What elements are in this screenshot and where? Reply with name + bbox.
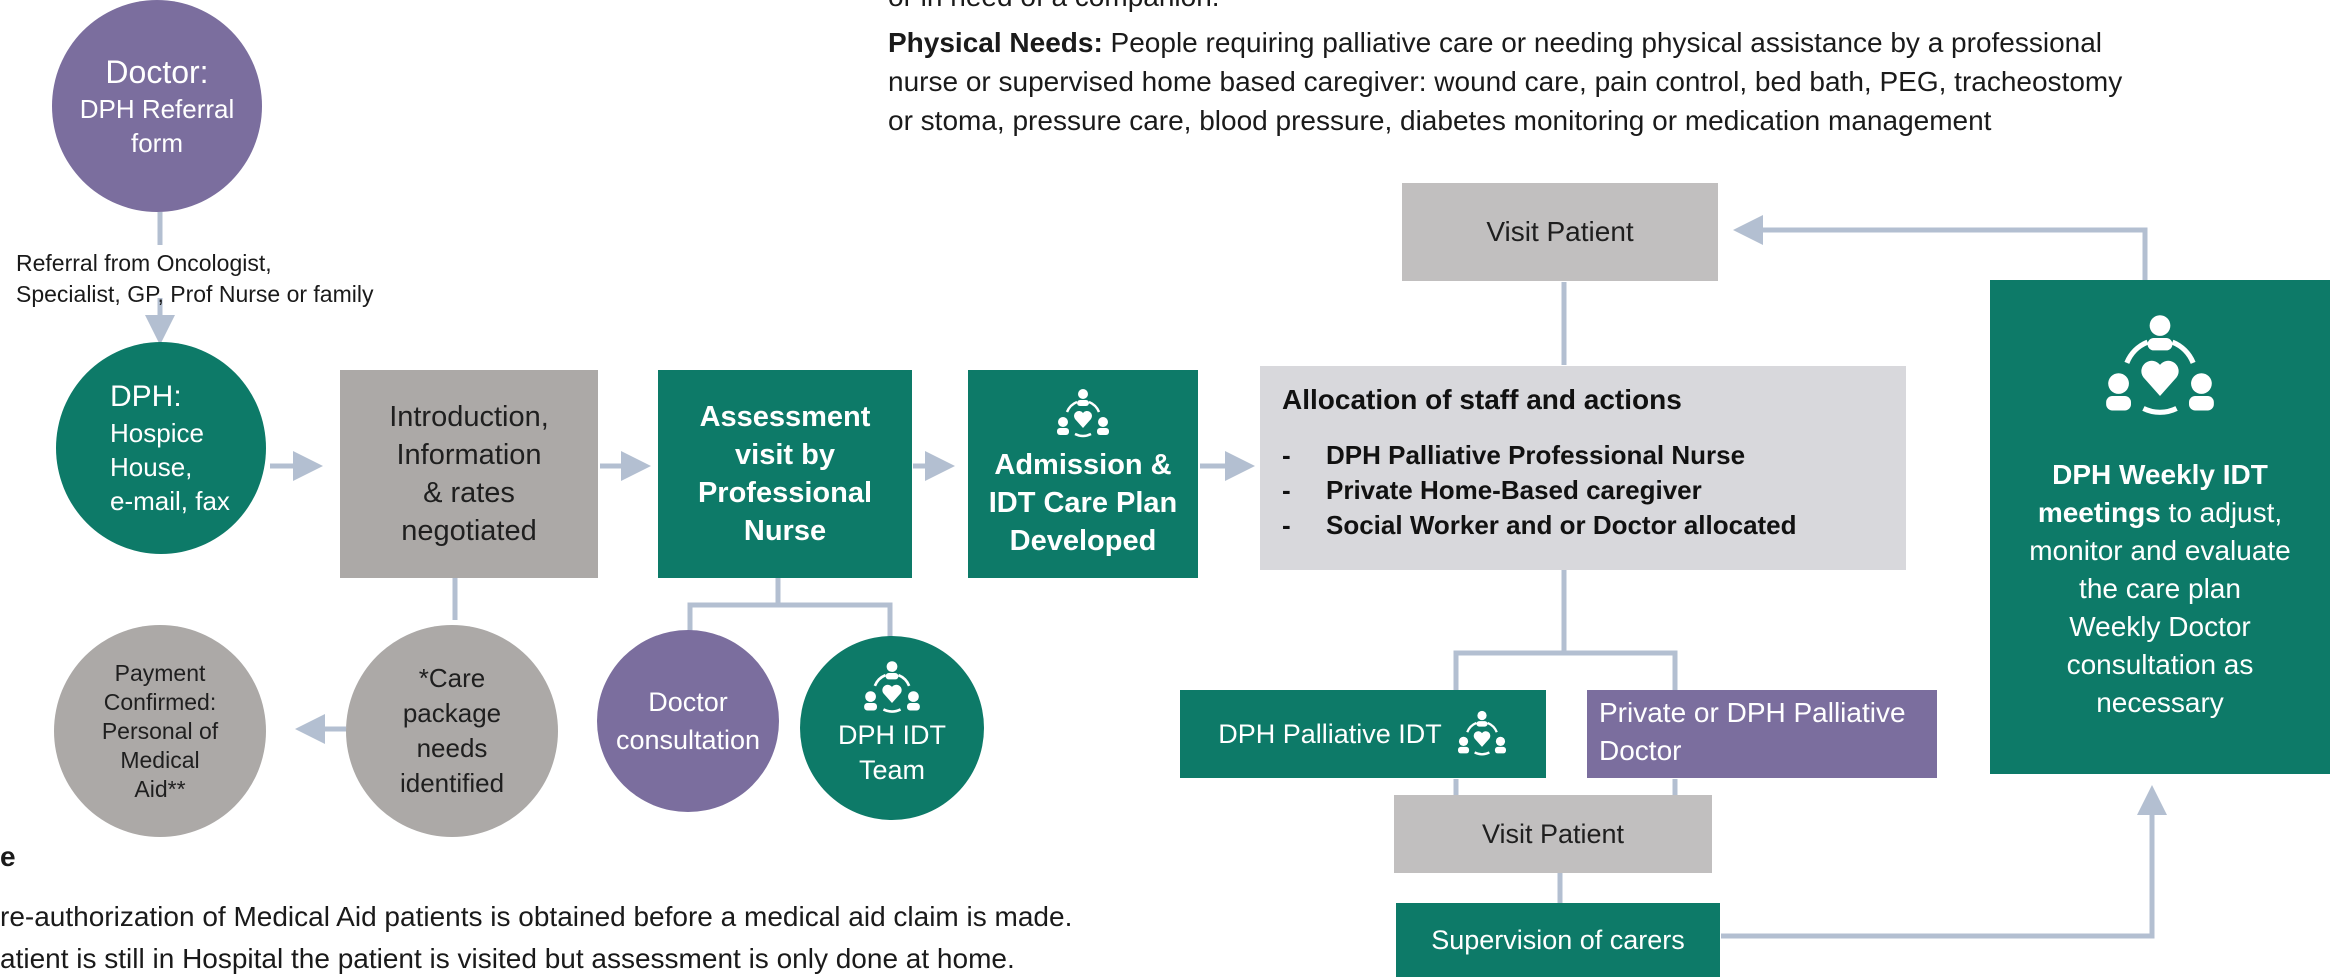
- assessment-line1: Assessment: [699, 401, 871, 433]
- doctor-node-line2: form: [131, 128, 183, 158]
- admission-line2: IDT Care Plan: [988, 487, 1178, 519]
- allocation-list: -DPH Palliative Professional Nurse -Priv…: [1282, 438, 1884, 543]
- intro-line3: & rates: [423, 477, 515, 509]
- admission-line3: Developed: [1009, 525, 1157, 557]
- payment-line3: Personal of: [101, 717, 219, 744]
- care-package-line4: identified: [399, 768, 505, 798]
- footnote-marker: e: [0, 841, 16, 872]
- connector-assessment-branch-right: [778, 602, 893, 640]
- physical-needs-line-3: or stoma, pressure care, blood pressure,…: [888, 105, 1992, 136]
- intro-line2: Information: [396, 439, 542, 471]
- supervision-node: Supervision of carers: [1396, 903, 1720, 977]
- weekly-line5: Weekly Doctor: [2069, 611, 2251, 642]
- palliative-idt-node: DPH Palliative IDT: [1180, 690, 1546, 778]
- payment-line1: Payment: [114, 659, 206, 686]
- doctor-node-title: Doctor:: [105, 54, 209, 90]
- care-team-icon: [862, 660, 922, 716]
- allocation-node: Allocation of staff and actions -DPH Pal…: [1260, 366, 1906, 570]
- arrow-supervision-weekly: [1721, 785, 2167, 939]
- care-package-line2: package: [402, 698, 502, 728]
- dph-node-line1: Hospice: [110, 418, 204, 448]
- allocation-item: -Private Home-Based caregiver: [1282, 475, 1702, 505]
- doctor-node-line1: DPH Referral: [79, 94, 235, 124]
- weekly-line4: the care plan: [2079, 573, 2241, 604]
- dph-idt-team-node: DPH IDT Team: [800, 636, 984, 820]
- arrow-weekly-visit: [1733, 215, 2148, 280]
- care-package-line1: *Care: [418, 663, 486, 693]
- weekly-line3: monitor and evaluate: [2029, 535, 2291, 566]
- weekly-line6: consultation as: [2066, 649, 2254, 680]
- dph-node-line3: e-mail, fax: [110, 486, 230, 516]
- doctor-consult-line1: Doctor: [648, 687, 728, 717]
- care-package-line3: needs: [416, 733, 488, 763]
- idt-team-line2: Team: [858, 755, 926, 785]
- footnote-line2: atient is still in Hospital the patient …: [0, 943, 1015, 974]
- care-team-icon: [1456, 710, 1508, 758]
- admission-line1: Admission &: [994, 449, 1172, 481]
- private-doctor-line2: Doctor: [1599, 735, 1682, 766]
- dph-node-line2: House,: [110, 452, 193, 482]
- assessment-line3: Professional: [697, 477, 873, 509]
- physical-needs-line-2: nurse or supervised home based caregiver…: [888, 66, 2123, 97]
- footnote-line1: re-authorization of Medical Aid patients…: [0, 901, 1073, 932]
- connector-split-left: [1453, 650, 1564, 690]
- doctor-consult-line2: consultation: [615, 725, 761, 755]
- assessment-node: Assessment visit by Professional Nurse: [658, 370, 912, 578]
- payment-line2: Confirmed:: [103, 688, 217, 715]
- admission-node: Admission & IDT Care Plan Developed: [968, 370, 1198, 578]
- physical-needs-line-1: Physical Needs: People requiring palliat…: [888, 24, 2102, 62]
- weekly-idt-node: DPH Weekly IDT meetings to adjust, monit…: [1990, 280, 2330, 774]
- visit-patient-bottom: Visit Patient: [1394, 795, 1712, 873]
- palliative-idt-label: DPH Palliative IDT: [1218, 718, 1442, 749]
- dph-node-title: DPH:: [110, 380, 182, 413]
- allocation-item: -Social Worker and or Doctor allocated: [1282, 510, 1797, 540]
- physical-needs-label: Physical Needs:: [888, 27, 1103, 58]
- assessment-line4: Nurse: [743, 515, 827, 547]
- referral-line1: Referral from Oncologist,: [16, 250, 272, 276]
- connector-assessment-branch: [687, 578, 781, 640]
- connector-split-right: [1564, 650, 1678, 690]
- idt-team-line1: DPH IDT: [838, 720, 946, 750]
- dph-hospice-node: DPH: Hospice House, e-mail, fax: [56, 342, 266, 554]
- introduction-node: Introduction, Information & rates negoti…: [340, 370, 598, 578]
- weekly-line2: meetings to adjust,: [2037, 497, 2283, 528]
- allocation-item: -DPH Palliative Professional Nurse: [1282, 440, 1746, 470]
- physical-needs-text-1: People requiring palliative care or need…: [1102, 27, 2103, 58]
- weekly-line7: necessary: [2096, 687, 2224, 718]
- intro-line1: Introduction,: [389, 401, 549, 433]
- doctor-consultation-node: Doctor consultation: [597, 630, 779, 812]
- referral-line2: Specialist, GP, Prof Nurse or family: [16, 281, 374, 307]
- care-team-icon: [2102, 312, 2218, 422]
- private-doctor-node: Private or DPH Palliative Doctor: [1587, 690, 1937, 778]
- payment-confirmed-node: Payment Confirmed: Personal of Medical A…: [54, 625, 266, 837]
- intro-line4: negotiated: [401, 515, 537, 547]
- needs-line-0: or in need of a companion.: [888, 0, 1220, 16]
- assessment-line2: visit by: [735, 439, 835, 471]
- referral-label: Referral from Oncologist, Specialist, GP…: [16, 248, 373, 310]
- payment-line4: Medical: [120, 746, 200, 773]
- weekly-line1: DPH Weekly IDT: [2052, 459, 2268, 490]
- care-team-icon: [1055, 388, 1111, 440]
- private-doctor-line1: Private or DPH Palliative: [1599, 697, 1906, 728]
- care-package-node: *Care package needs identified: [346, 625, 558, 837]
- payment-line5: Aid**: [134, 775, 186, 802]
- visit-patient-top: Visit Patient: [1402, 183, 1718, 281]
- doctor-referral-node: Doctor: DPH Referral form: [52, 0, 262, 212]
- allocation-title: Allocation of staff and actions: [1282, 384, 1682, 415]
